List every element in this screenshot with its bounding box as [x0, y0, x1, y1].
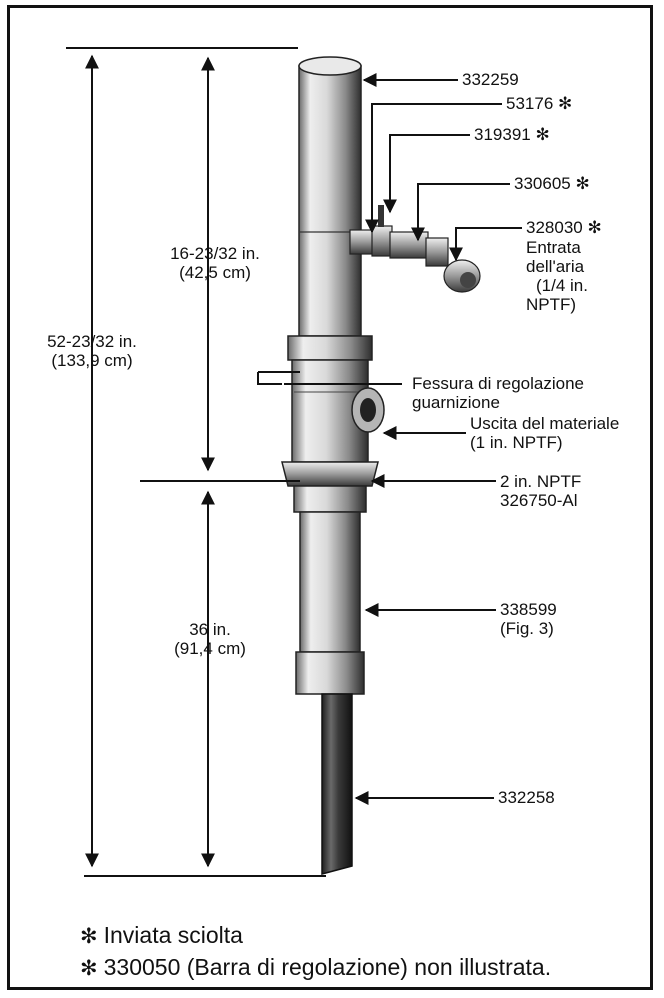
- dimension-overall: [66, 47, 326, 877]
- suction-tube: [321, 693, 353, 875]
- air-inlet-line2: dell'aria: [526, 257, 585, 276]
- air-inlet-line4: NPTF): [526, 295, 577, 314]
- part-330605-number: 330605: [514, 174, 571, 193]
- air-inlet-line3: (1/4 in.: [536, 276, 588, 295]
- fig-3-reference: (Fig. 3): [500, 619, 554, 638]
- part-328030-number: 328030: [526, 218, 583, 237]
- leader-319391: [383, 134, 470, 214]
- loose-ship-icon: ✻: [80, 957, 98, 980]
- upper-dimension-value: 16-23/32 in.: [170, 244, 260, 263]
- part-53176-number: 53176: [506, 94, 554, 113]
- adjustment-slot-label: Fessura di regolazione guarnizione: [412, 374, 584, 412]
- leader-53176: [365, 103, 502, 234]
- overall-dimension-value: 52-23/32 in.: [47, 332, 137, 351]
- lower-dimension-metric: (91,4 cm): [174, 639, 246, 658]
- material-outlet-fitting: [351, 387, 385, 433]
- part-332258-label: 332258: [498, 788, 555, 807]
- loose-ship-icon: ✻: [80, 925, 98, 948]
- legend-adjustment-bar: ✻330050 (Barra di regolazione) non illus…: [80, 954, 551, 982]
- npt-fitting-label: 2 in. NPTF 326750-Al: [500, 472, 581, 510]
- leader-330605: [411, 183, 510, 242]
- loose-ship-icon: ✻: [587, 218, 602, 237]
- leader-slot-bracket: [257, 372, 282, 385]
- air-inlet-line1: Entrata: [526, 238, 581, 257]
- lower-pump-tube: [295, 511, 365, 695]
- npt-fitting-line1: 2 in. NPTF: [500, 472, 582, 491]
- air-motor-cylinder: [298, 56, 362, 337]
- part-53176-label: 53176 ✻: [506, 94, 572, 113]
- part-338599-number: 338599: [500, 600, 557, 619]
- overall-dimension-metric: (133,9 cm): [51, 351, 133, 370]
- part-319391-number: 319391: [474, 125, 531, 144]
- part-319391-label: 319391 ✻: [474, 125, 550, 144]
- material-outlet-line2: (1 in. NPTF): [470, 433, 563, 452]
- air-valve-assembly: [349, 205, 481, 293]
- part-330605-label: 330605 ✻: [514, 174, 590, 193]
- part-332259-label: 332259: [462, 70, 519, 89]
- overall-dimension-label: 52-23/32 in. (133,9 cm): [32, 332, 152, 370]
- bung-nut: [281, 461, 379, 513]
- material-outlet-label: Uscita del materiale (1 in. NPTF): [470, 414, 619, 452]
- upper-dimension-metric: (42,5 cm): [179, 263, 251, 282]
- lower-dimension-label: 36 in. (91,4 cm): [160, 620, 260, 658]
- part-328030-label: 328030 ✻: [526, 218, 602, 237]
- leader-328030: [449, 227, 522, 262]
- material-outlet-line1: Uscita del materiale: [470, 414, 620, 433]
- npt-fitting-line2: 326750-Al: [500, 491, 578, 510]
- air-inlet-label: Entrata dell'aria (1/4 in. NPTF): [526, 238, 588, 314]
- lower-dimension-value: 36 in.: [189, 620, 231, 639]
- figure-border: [7, 5, 653, 990]
- legend-loose-ship: ✻Inviata sciolta: [80, 922, 243, 950]
- loose-ship-icon: ✻: [535, 125, 550, 144]
- upper-dimension-label: 16-23/32 in. (42,5 cm): [150, 244, 280, 282]
- adjustment-slot-line2: guarnizione: [412, 393, 500, 412]
- loose-ship-icon: ✻: [575, 174, 590, 193]
- legend-line1-text: Inviata sciolta: [103, 922, 243, 948]
- pump-collar: [287, 335, 373, 463]
- adjustment-slot-line1: Fessura di regolazione: [412, 374, 584, 393]
- legend-line2-text: 330050 (Barra di regolazione) non illust…: [103, 954, 552, 980]
- loose-ship-icon: ✻: [558, 94, 573, 113]
- part-338599-label: 338599 (Fig. 3): [500, 600, 557, 638]
